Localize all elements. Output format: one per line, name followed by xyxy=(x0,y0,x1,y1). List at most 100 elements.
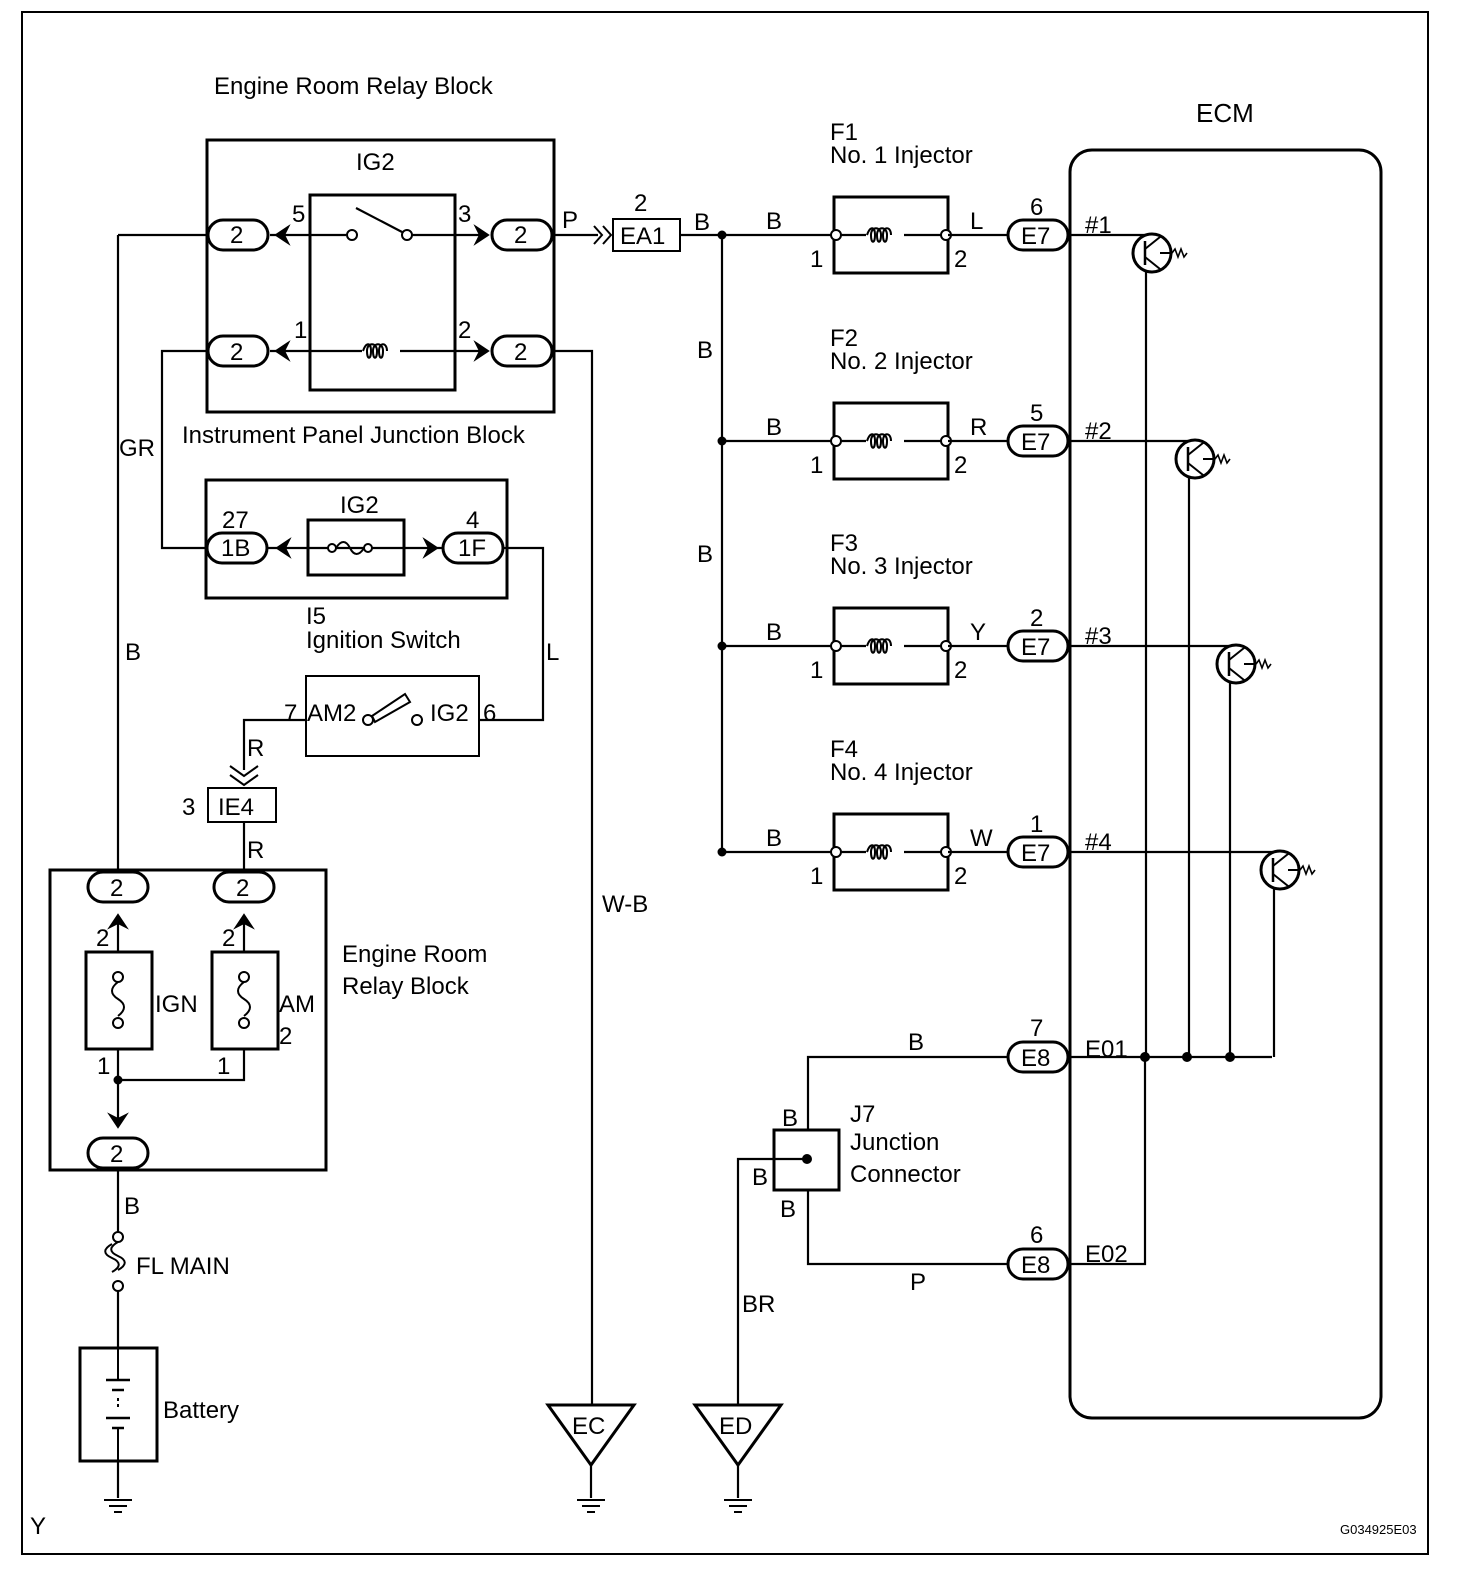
svg-text:R: R xyxy=(247,837,264,864)
ecm-signal-label: #3 xyxy=(1085,623,1112,650)
injector-name: No. 2 Injector xyxy=(830,348,973,375)
connector-pin: 5 xyxy=(1030,400,1043,427)
ecm-signal-label: #2 xyxy=(1085,418,1112,445)
wire-color-label: B xyxy=(766,208,782,235)
svg-text:2: 2 xyxy=(110,1141,123,1168)
svg-text:5: 5 xyxy=(292,201,305,228)
svg-text:B: B xyxy=(697,541,713,568)
svg-text:7: 7 xyxy=(1030,1015,1043,1042)
ground-icon xyxy=(723,1499,753,1513)
svg-text:E8: E8 xyxy=(1021,1252,1050,1279)
er-relay-block-label-1: Engine Room xyxy=(342,941,487,968)
svg-text:2: 2 xyxy=(634,190,647,217)
ground-icon xyxy=(103,1499,133,1513)
svg-text:B: B xyxy=(124,1193,140,1220)
er-relay-block-label-2: Relay Block xyxy=(342,973,470,1000)
svg-text:IGN: IGN xyxy=(155,991,198,1018)
wire-color-label: L xyxy=(970,208,983,235)
fuse-icon xyxy=(335,541,365,555)
ecm xyxy=(1068,148,1383,1420)
relay-contact-right xyxy=(401,229,413,241)
svg-text:P: P xyxy=(562,207,578,234)
j7-label-1: Junction xyxy=(850,1129,939,1156)
svg-text:W-B: W-B xyxy=(602,891,648,918)
svg-text:2: 2 xyxy=(230,339,243,366)
connector-e7: E7 xyxy=(1021,429,1050,456)
svg-text:E8: E8 xyxy=(1021,1045,1050,1072)
svg-text:E01: E01 xyxy=(1085,1036,1128,1063)
ignition-switch-label: Ignition Switch xyxy=(306,627,461,654)
svg-text:6: 6 xyxy=(1030,1222,1043,1249)
connector-e7: E7 xyxy=(1021,634,1050,661)
connector-pin: 6 xyxy=(1030,194,1043,221)
svg-text:EC: EC xyxy=(572,1413,605,1440)
fusible-link-icon xyxy=(104,1241,126,1273)
ecm-signal-label: #4 xyxy=(1085,829,1112,856)
svg-text:1F: 1F xyxy=(458,535,486,562)
ground-point-ec xyxy=(545,1403,637,1468)
svg-text:1: 1 xyxy=(217,1053,230,1080)
battery-label: Battery xyxy=(163,1397,239,1424)
fl-main-label: FL MAIN xyxy=(136,1253,230,1280)
pin-label: 2 xyxy=(954,657,967,684)
svg-text:2: 2 xyxy=(514,222,527,249)
ignition-switch-arm xyxy=(370,692,412,724)
fuse-icon xyxy=(237,981,251,1017)
relay-switch-arm xyxy=(355,207,403,233)
connector-e7: E7 xyxy=(1021,223,1050,250)
pin-label: 1 xyxy=(810,657,823,684)
svg-text:2: 2 xyxy=(222,925,235,952)
svg-text:AM2: AM2 xyxy=(307,700,356,727)
svg-text:IE4: IE4 xyxy=(218,794,254,821)
svg-text:1: 1 xyxy=(97,1053,110,1080)
connector-ie4 xyxy=(207,787,277,823)
ecm-label: ECM xyxy=(1196,98,1254,128)
connector-pin: 2 xyxy=(1030,605,1043,632)
svg-text:B: B xyxy=(125,639,141,666)
injector-name: F3 xyxy=(830,530,858,557)
corner-mark: Y xyxy=(30,1513,46,1540)
er-relay-block-title: Engine Room Relay Block xyxy=(214,73,494,100)
ecm-signal-label: #1 xyxy=(1085,212,1112,239)
svg-text:B: B xyxy=(782,1105,798,1132)
injector-name: F1 xyxy=(830,119,858,146)
ground-icon xyxy=(576,1499,606,1513)
connector-pin: 1 xyxy=(1030,811,1043,838)
svg-text:3: 3 xyxy=(458,201,471,228)
ignition-switch xyxy=(305,675,480,757)
wire-color-label: B xyxy=(766,825,782,852)
svg-text:27: 27 xyxy=(222,507,249,534)
wire-color-label: R xyxy=(970,414,987,441)
figure-code: G034925E03 xyxy=(1340,1522,1417,1537)
ignition-switch-id: I5 xyxy=(306,603,326,630)
svg-text:2: 2 xyxy=(230,222,243,249)
svg-text:1B: 1B xyxy=(221,535,250,562)
svg-text:2: 2 xyxy=(110,875,123,902)
pin-label: 1 xyxy=(810,863,823,890)
ig2-relay-label: IG2 xyxy=(356,149,395,176)
svg-text:6: 6 xyxy=(483,700,496,727)
svg-text:1: 1 xyxy=(294,317,307,344)
svg-text:E02: E02 xyxy=(1085,1241,1128,1268)
svg-text:P: P xyxy=(910,1269,926,1296)
ig2-fuse-label: IG2 xyxy=(340,492,379,519)
connector-ea1 xyxy=(612,218,681,252)
ecm-ground-e02: P E8 6 E02 xyxy=(806,1057,1147,1296)
injector-name: No. 3 Injector xyxy=(830,553,973,580)
svg-text:7: 7 xyxy=(284,700,297,727)
svg-text:B: B xyxy=(752,1164,768,1191)
svg-text:IG2: IG2 xyxy=(430,700,469,727)
svg-text:EA1: EA1 xyxy=(620,223,665,250)
svg-text:ED: ED xyxy=(719,1413,752,1440)
wire-color-label: Y xyxy=(970,619,986,646)
wire-color-label: B xyxy=(766,414,782,441)
pin-label: 2 xyxy=(954,246,967,273)
svg-text:3: 3 xyxy=(182,794,195,821)
j7-id: J7 xyxy=(850,1101,875,1128)
